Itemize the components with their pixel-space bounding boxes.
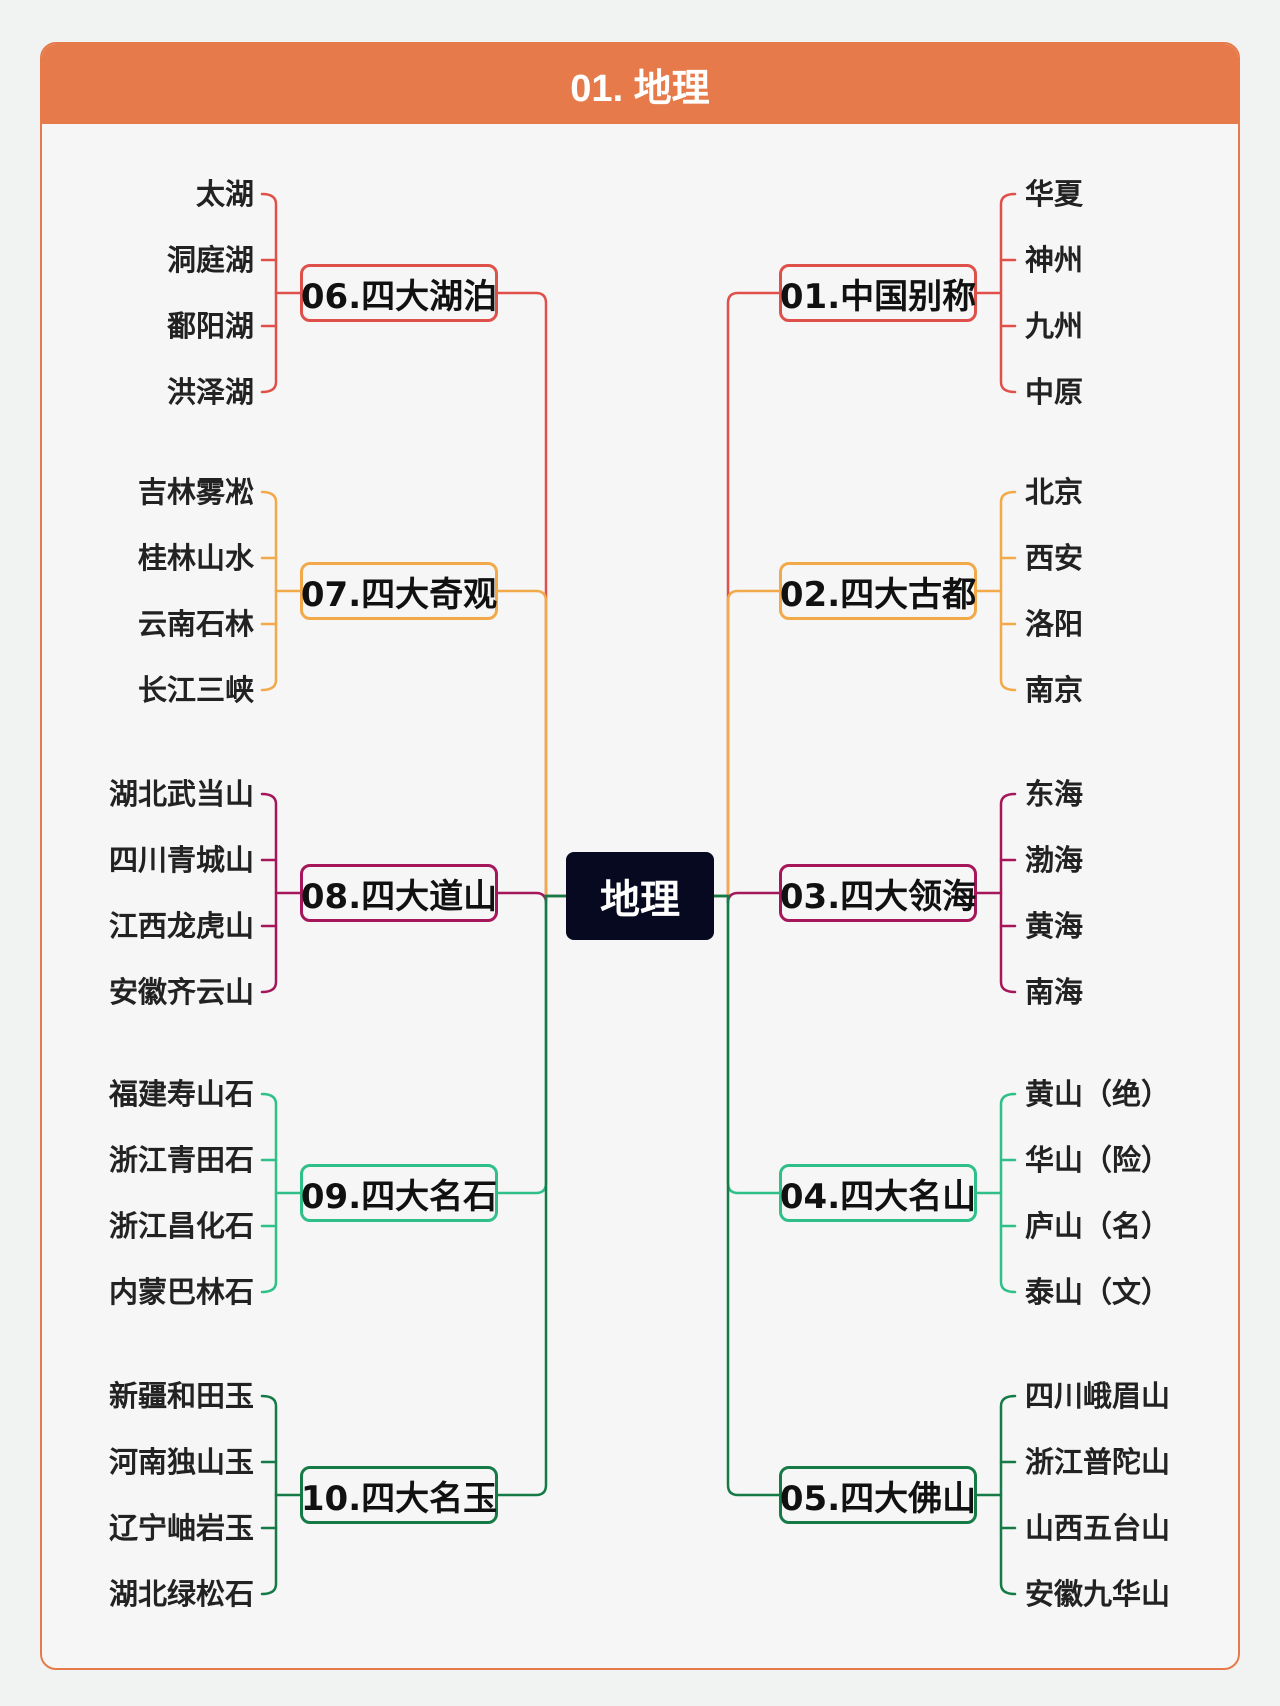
leaf-b09-4[interactable]: 内蒙巴林石 [108, 1275, 254, 1309]
branch-b08[interactable]: 08.四大道山 [300, 864, 498, 922]
leaf-b04-3[interactable]: 庐山（名） [1025, 1209, 1171, 1243]
leaf-b10-4[interactable]: 湖北绿松石 [108, 1577, 254, 1611]
trunk-b03 [712, 891, 781, 904]
leaf-b03-3[interactable]: 黄海 [1025, 909, 1084, 943]
leaf-b02-3[interactable]: 洛阳 [1025, 607, 1084, 641]
branch-b06[interactable]: 06.四大湖泊 [300, 264, 498, 322]
bracket-b09 [260, 1092, 278, 1294]
leaf-b06-2[interactable]: 洞庭湖 [166, 243, 254, 277]
leaf-b07-1[interactable]: 吉林雾凇 [137, 475, 254, 509]
leaf-b03-4[interactable]: 南海 [1025, 975, 1084, 1009]
bracket-b02 [999, 490, 1017, 692]
bracket-b05 [999, 1394, 1017, 1596]
page-title: 01. 地理 [42, 44, 1238, 124]
leaf-b09-2[interactable]: 浙江青田石 [108, 1143, 254, 1177]
leaf-b03-1[interactable]: 东海 [1025, 777, 1084, 811]
leaf-b09-3[interactable]: 浙江昌化石 [108, 1209, 254, 1243]
branch-b05[interactable]: 05.四大佛山 [779, 1466, 977, 1524]
trunk-b10 [496, 894, 568, 1497]
leaf-b03-2[interactable]: 渤海 [1025, 843, 1084, 877]
bracket-b06 [260, 192, 278, 394]
leaf-b05-2[interactable]: 浙江普陀山 [1025, 1445, 1171, 1479]
leaf-b08-3[interactable]: 江西龙虎山 [108, 909, 254, 943]
leaf-b01-4[interactable]: 中原 [1025, 375, 1084, 409]
branch-b02[interactable]: 02.四大古都 [779, 562, 977, 620]
leaf-b10-2[interactable]: 河南独山玉 [108, 1445, 254, 1479]
leaf-b08-2[interactable]: 四川青城山 [108, 843, 254, 877]
leaf-b08-4[interactable]: 安徽齐云山 [108, 975, 254, 1009]
leaf-b07-2[interactable]: 桂林山水 [137, 541, 254, 575]
bracket-b08 [260, 792, 278, 994]
branch-b10[interactable]: 10.四大名玉 [300, 1466, 498, 1524]
leaf-b06-3[interactable]: 鄱阳湖 [166, 309, 254, 343]
leaf-b07-3[interactable]: 云南石林 [137, 607, 254, 641]
leaf-b01-1[interactable]: 华夏 [1025, 177, 1084, 211]
bracket-b04 [999, 1092, 1017, 1294]
trunk-b07 [496, 589, 568, 898]
branch-b01[interactable]: 01.中国别称 [779, 264, 977, 322]
trunk-b06 [496, 291, 568, 898]
leaf-b04-2[interactable]: 华山（险） [1025, 1143, 1171, 1177]
center-node[interactable]: 地理 [566, 852, 714, 940]
leaf-b02-4[interactable]: 南京 [1025, 673, 1084, 707]
trunk-b09 [496, 894, 568, 1195]
leaf-b05-3[interactable]: 山西五台山 [1025, 1511, 1171, 1545]
leaf-b04-4[interactable]: 泰山（文） [1025, 1275, 1171, 1309]
leaf-b02-1[interactable]: 北京 [1025, 475, 1084, 509]
leaf-b09-1[interactable]: 福建寿山石 [108, 1077, 254, 1111]
leaf-b05-1[interactable]: 四川峨眉山 [1025, 1379, 1171, 1413]
trunk-b02 [712, 589, 781, 898]
leaf-b01-2[interactable]: 神州 [1025, 243, 1084, 277]
bracket-b07 [260, 490, 278, 692]
leaf-b06-1[interactable]: 太湖 [195, 177, 254, 211]
leaf-b06-4[interactable]: 洪泽湖 [166, 375, 254, 409]
leaf-b08-1[interactable]: 湖北武当山 [108, 777, 254, 811]
leaf-b10-3[interactable]: 辽宁岫岩玉 [108, 1511, 254, 1545]
leaf-b05-4[interactable]: 安徽九华山 [1025, 1577, 1171, 1611]
branch-b09[interactable]: 09.四大名石 [300, 1164, 498, 1222]
trunk-b01 [712, 291, 781, 898]
bracket-b10 [260, 1394, 278, 1596]
leaf-b10-1[interactable]: 新疆和田玉 [108, 1379, 254, 1413]
bracket-b03 [999, 792, 1017, 994]
branch-b03[interactable]: 03.四大领海 [779, 864, 977, 922]
leaf-b01-3[interactable]: 九州 [1025, 309, 1084, 343]
trunk-b08 [496, 891, 568, 904]
trunk-b04 [712, 894, 781, 1195]
bracket-b01 [999, 192, 1017, 394]
branch-b04[interactable]: 04.四大名山 [779, 1164, 977, 1222]
trunk-b05 [712, 894, 781, 1497]
leaf-b07-4[interactable]: 长江三峡 [137, 673, 254, 707]
leaf-b02-2[interactable]: 西安 [1025, 541, 1084, 575]
branch-b07[interactable]: 07.四大奇观 [300, 562, 498, 620]
leaf-b04-1[interactable]: 黄山（绝） [1025, 1077, 1171, 1111]
